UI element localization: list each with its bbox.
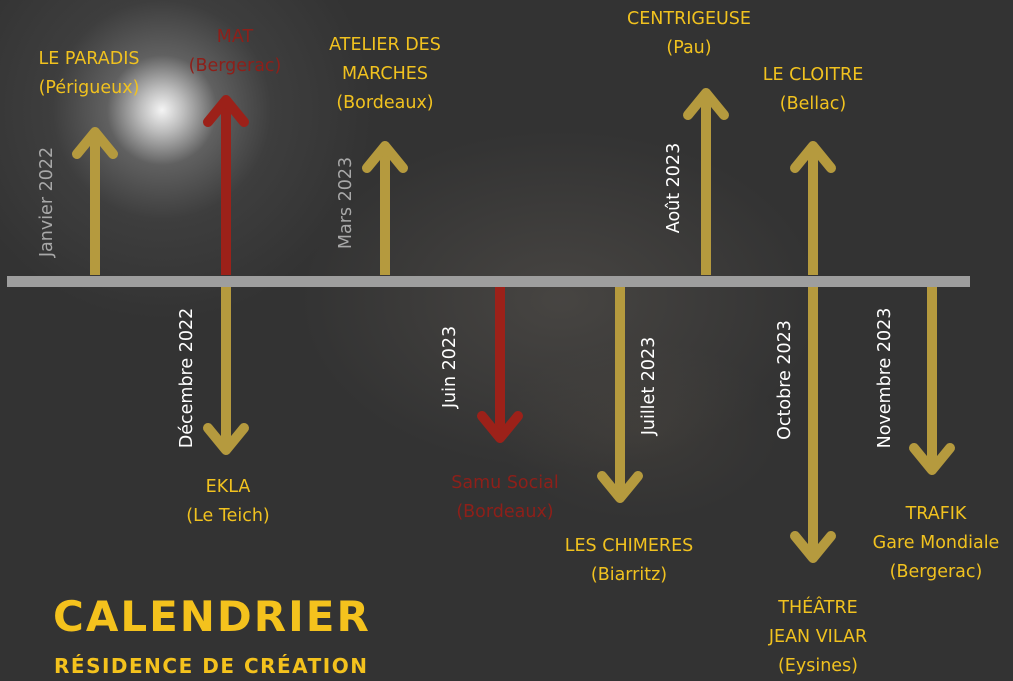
venue-city: (Pau) xyxy=(666,38,712,58)
timeline-bar xyxy=(7,276,970,287)
venue-name-line: TRAFIK xyxy=(905,504,967,524)
event-arrow-3 xyxy=(362,141,408,275)
event-date-6: Août 2023 xyxy=(664,142,684,234)
event-date-0: Janvier 2022 xyxy=(37,146,57,258)
venue-name: LE CLOITRE xyxy=(762,65,864,85)
event-arrow-5 xyxy=(597,284,643,503)
event-arrow-0 xyxy=(72,127,118,275)
event-arrow-6 xyxy=(683,88,729,275)
event-arrow-9 xyxy=(909,284,955,475)
venue-name: Samu Social xyxy=(451,473,559,493)
venue-city: (Le Teich) xyxy=(186,506,270,526)
venue-name: LE PARADIS xyxy=(38,49,140,69)
event-date-4: Juin 2023 xyxy=(440,325,460,409)
event-label-2: EKLA (Le Teich) xyxy=(186,473,269,531)
venue-city: (Bergerac) xyxy=(188,56,282,76)
event-label-9: TRAFIK Gare Mondiale (Bergerac) xyxy=(873,500,1000,587)
venue-name: LES CHIMERES xyxy=(564,536,694,556)
venue-city: (Bordeaux) xyxy=(336,93,434,113)
event-arrow-2 xyxy=(203,284,249,455)
event-label-4: Samu Social (Bordeaux) xyxy=(451,469,558,527)
event-date-9: Novembre 2023 xyxy=(875,307,895,449)
venue-city: (Bellac) xyxy=(779,94,847,114)
arrow-head xyxy=(790,531,836,563)
venue-city: (Biarritz) xyxy=(590,565,668,585)
page-title: CALENDRIER xyxy=(53,592,371,641)
event-date-5: Juillet 2023 xyxy=(639,336,659,436)
event-date-8: Octobre 2023 xyxy=(775,320,795,440)
event-date-3: Mars 2023 xyxy=(336,156,356,250)
arrow-head xyxy=(683,88,729,120)
venue-name-line: MARCHES xyxy=(342,64,428,84)
venue-name: CENTRIGEUSE xyxy=(627,9,751,29)
event-label-3: ATELIER DES MARCHES (Bordeaux) xyxy=(329,31,441,118)
event-arrow-1 xyxy=(203,95,249,275)
event-label-6: CENTRIGEUSE (Pau) xyxy=(627,5,751,63)
event-arrow-4 xyxy=(477,284,523,443)
venue-name: EKLA xyxy=(205,477,251,497)
event-arrow-7 xyxy=(790,141,836,275)
event-label-5: LES CHIMERES (Biarritz) xyxy=(565,532,694,590)
event-label-8: THÉÂTRE JEAN VILAR (Eysines) xyxy=(769,594,867,681)
venue-name: MAT xyxy=(216,27,254,47)
arrow-head xyxy=(909,443,955,475)
arrow-head xyxy=(203,423,249,455)
page-subtitle: RÉSIDENCE DE CRÉATION xyxy=(54,654,369,678)
venue-name-line: JEAN VILAR xyxy=(768,627,868,647)
venue-city: (Bergerac) xyxy=(889,562,983,582)
venue-city: (Bordeaux) xyxy=(456,502,554,522)
event-label-1: MAT (Bergerac) xyxy=(189,23,282,81)
venue-name-line: Gare Mondiale xyxy=(872,533,1000,553)
event-arrow-8 xyxy=(790,284,836,563)
venue-name-line: ATELIER DES xyxy=(329,35,441,55)
arrow-head xyxy=(72,127,118,159)
arrow-head xyxy=(362,141,408,173)
venue-city: (Eysines) xyxy=(777,656,859,676)
event-date-2: Décembre 2022 xyxy=(177,307,197,449)
arrow-head xyxy=(203,95,249,127)
event-label-7: LE CLOITRE (Bellac) xyxy=(763,61,864,119)
event-label-0: LE PARADIS (Périgueux) xyxy=(39,45,140,103)
arrow-head xyxy=(790,141,836,173)
arrow-head xyxy=(597,471,643,503)
venue-name-line: THÉÂTRE xyxy=(778,598,858,618)
arrow-head xyxy=(477,411,523,443)
venue-city: (Périgueux) xyxy=(38,78,140,98)
